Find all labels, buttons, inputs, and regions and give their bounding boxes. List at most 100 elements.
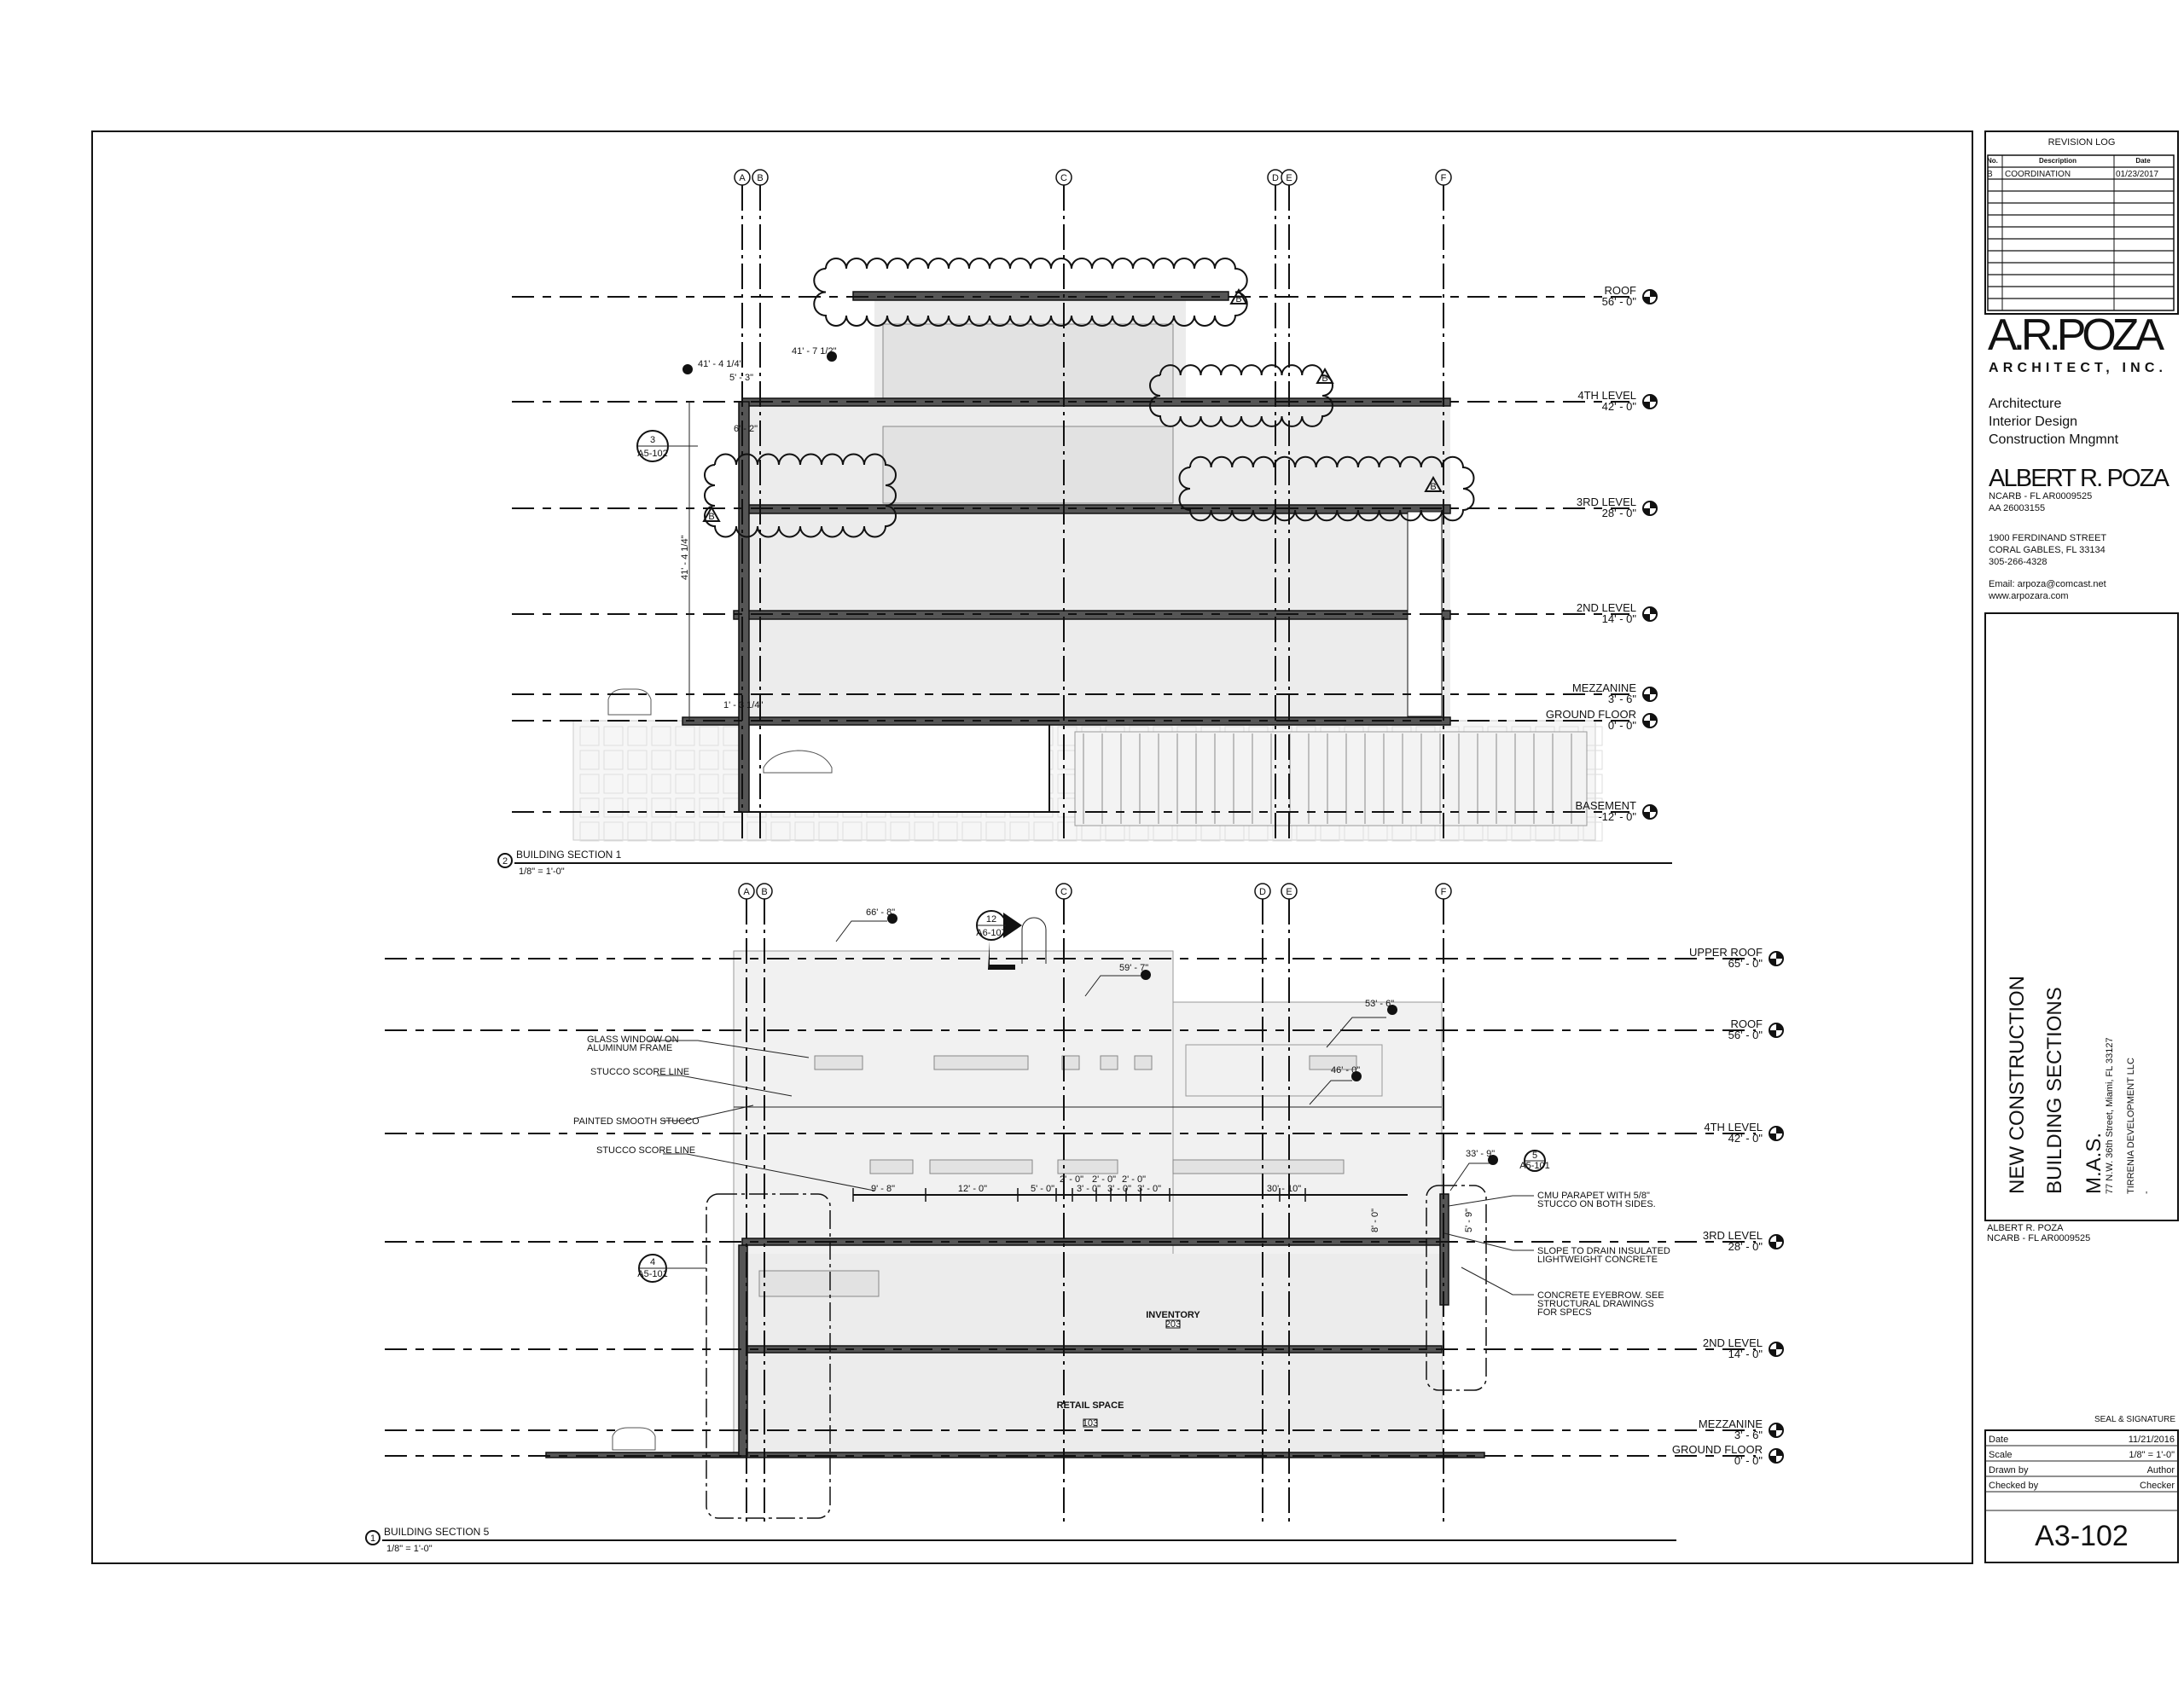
- svg-text:A5-101: A5-101: [637, 1269, 667, 1279]
- level-name: MEZZANINE: [1699, 1417, 1763, 1430]
- svg-text:33' - 9": 33' - 9": [1466, 1149, 1495, 1159]
- svg-text:BUILDING SECTION 5: BUILDING SECTION 5: [384, 1526, 490, 1538]
- view-title: 1 BUILDING SECTION 5 1/8" = 1'-0": [365, 1526, 1676, 1554]
- grid-line-a: A: [738, 883, 755, 1527]
- svg-text:LIGHTWEIGHT CONCRETE: LIGHTWEIGHT CONCRETE: [1537, 1255, 1658, 1265]
- detail-callout[interactable]: 12 A6-107: [976, 910, 1022, 970]
- svg-text:1/8" = 1'-0": 1/8" = 1'-0": [2129, 1450, 2175, 1460]
- svg-text:Drawn by: Drawn by: [1989, 1465, 2029, 1475]
- svg-text:3: 3: [650, 435, 655, 445]
- level-elevation: 28' - 0": [1728, 1240, 1763, 1253]
- level-elevation: 14' - 0": [1728, 1348, 1763, 1360]
- grid-bubble: [1055, 169, 1072, 186]
- grid-line-c: C: [1055, 883, 1072, 1527]
- level-elevation: 0' - 0": [1734, 1454, 1763, 1467]
- grid-line-b: B: [752, 169, 769, 840]
- svg-text:STUCCO ON BOTH SIDES.: STUCCO ON BOTH SIDES.: [1537, 1199, 1656, 1209]
- window: [814, 1055, 863, 1070]
- windows: [758, 1055, 1357, 1297]
- curtain-wall: [882, 323, 1174, 402]
- signature-license: NCARB - FL AR0009525: [1987, 1233, 2090, 1244]
- spot-elevation: 46' - 0": [1309, 1065, 1362, 1105]
- section-callout[interactable]: 3 A5-102: [636, 430, 698, 462]
- curtain-wall: [882, 426, 1174, 504]
- svg-text:305-266-4328: 305-266-4328: [1989, 557, 2048, 567]
- level-elevation: 28' - 0": [1602, 507, 1637, 519]
- svg-text:66' - 8": 66' - 8": [866, 907, 895, 918]
- svg-text:ARCHITECT, INC.: ARCHITECT, INC.: [1989, 361, 2163, 375]
- level-name: UPPER ROOF: [1689, 946, 1763, 959]
- detail-callout[interactable]: 5 A5-101: [1519, 1150, 1550, 1172]
- level-name: ROOF: [1730, 1017, 1763, 1030]
- svg-text:No.: No.: [1987, 157, 1998, 165]
- parapet-eyebrow: [1439, 1193, 1449, 1306]
- svg-text:1: 1: [370, 1533, 375, 1544]
- car-icon: [607, 688, 652, 716]
- revision-row: B COORDINATION 01/23/2017: [1987, 170, 2158, 179]
- svg-text:GLASS WINDOW ON: GLASS WINDOW ON: [587, 1035, 679, 1045]
- sheet-title: BUILDING SECTIONS: [2043, 987, 2066, 1194]
- revision-log: REVISION LOG No. Description Date B COOR…: [1984, 130, 2179, 315]
- level-name: 3RD LEVEL: [1703, 1229, 1763, 1242]
- website-link[interactable]: www.arpozara.com: [1988, 591, 2069, 601]
- project-box: NEW CONSTRUCTION BUILDING SECTIONS M.A.S…: [1984, 612, 2179, 1221]
- dimension-value: 30' - 10": [1267, 1184, 1301, 1194]
- svg-text:-: -: [2141, 1191, 2152, 1194]
- svg-text:ALUMINUM FRAME: ALUMINUM FRAME: [587, 1043, 672, 1053]
- spot-elevation: 59' - 7": [1084, 963, 1151, 997]
- svg-text:4: 4: [650, 1257, 655, 1267]
- level-elevation: 3' - 6": [1608, 693, 1636, 705]
- detail-boundary: [1426, 1185, 1487, 1391]
- window: [933, 1055, 1029, 1070]
- level-name: ROOF: [1604, 284, 1636, 297]
- service: Construction Mngmnt: [1989, 432, 2119, 447]
- note-cmu-parapet: CMU PARAPET WITH 5/8"STUCCO ON BOTH SIDE…: [1448, 1191, 1656, 1209]
- level-elevation: 3' - 6": [1734, 1429, 1763, 1441]
- level-name: GROUND FLOOR: [1546, 708, 1636, 721]
- sheet-number: A3-102: [2035, 1520, 2129, 1552]
- detail-callout[interactable]: 4 A5-101: [637, 1254, 706, 1283]
- svg-text:STRUCTURAL DRAWINGS: STRUCTURAL DRAWINGS: [1537, 1299, 1654, 1309]
- svg-text:AA 26003155: AA 26003155: [1989, 503, 2045, 513]
- window: [869, 1159, 914, 1174]
- title-block: REVISION LOG No. Description Date B COOR…: [1984, 130, 2179, 1563]
- spot-elevation: 53' - 6": [1326, 999, 1397, 1048]
- grid-bubble: [734, 169, 751, 186]
- svg-text:Scale: Scale: [1989, 1450, 2013, 1460]
- svg-text:C: C: [1060, 887, 1067, 897]
- svg-text:B: B: [708, 512, 714, 522]
- service: Architecture: [1989, 397, 2061, 411]
- dimension-value: 2' - 0": [1092, 1174, 1116, 1185]
- revision-cloud: [813, 258, 1248, 327]
- level-marker: BASEMENT-12' - 0": [512, 799, 1658, 823]
- project-owner: TIRRENIA DEVELOPMENT LLC: [2126, 1058, 2136, 1194]
- spot-elevation: 41' - 7 1/2": [792, 346, 837, 362]
- email-link[interactable]: Email: arpoza@comcast.net: [1989, 579, 2106, 589]
- note-stucco-score-line: STUCCO SCORE LINE: [590, 1067, 793, 1097]
- spot-elevation: 66' - 8": [835, 907, 897, 942]
- svg-text:59' - 7": 59' - 7": [1119, 963, 1148, 973]
- dimension-value: 2' - 0": [1122, 1174, 1146, 1185]
- grid-line-c: C: [1055, 169, 1072, 840]
- svg-text:B: B: [1987, 170, 1993, 179]
- grid-bubble: [1281, 883, 1298, 900]
- svg-text:A: A: [739, 173, 746, 183]
- svg-text:A.R.POZA: A.R.POZA: [1988, 310, 2164, 360]
- level-elevation: 14' - 0": [1602, 612, 1637, 625]
- svg-text:Date: Date: [1989, 1435, 2008, 1445]
- svg-text:RETAIL SPACE: RETAIL SPACE: [1057, 1400, 1124, 1411]
- svg-text:D: D: [1259, 887, 1266, 897]
- level-name: GROUND FLOOR: [1672, 1443, 1763, 1456]
- revision-tag: B: [1424, 475, 1443, 492]
- level-name: 2ND LEVEL: [1577, 601, 1636, 614]
- level-elevation: 56' - 0": [1728, 1029, 1763, 1041]
